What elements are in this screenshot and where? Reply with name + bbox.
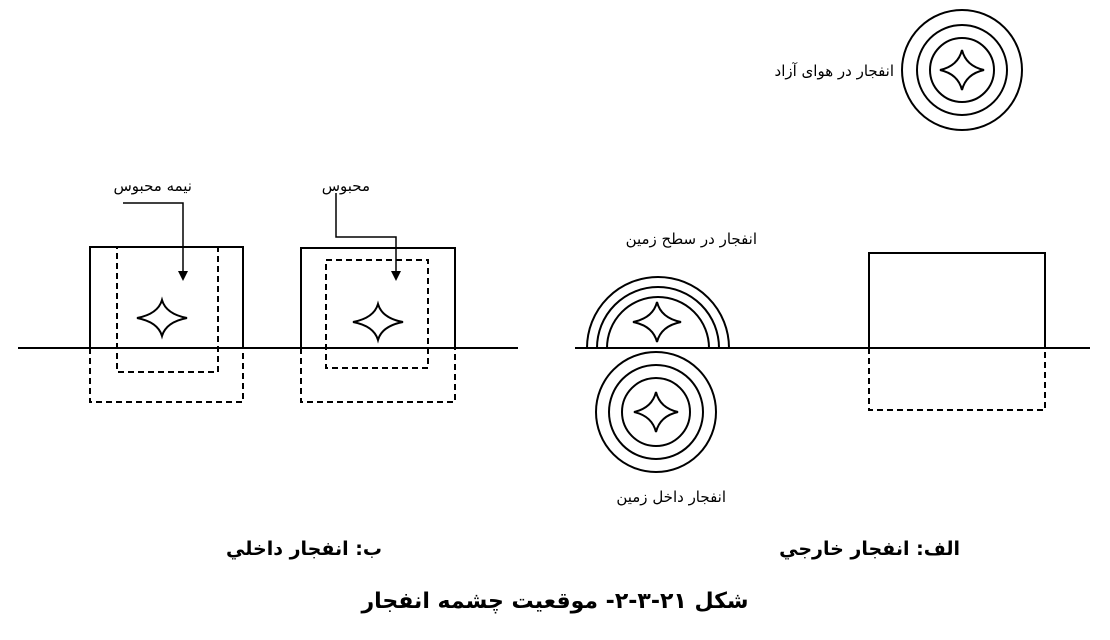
semi-confined-structure [89,202,244,403]
free-air-label: انفجار در هوای آزاد [774,62,894,80]
underground-label: انفجار داخل زمین [616,488,726,506]
confined-structure [300,193,456,403]
external-caption: الف: انفجار خارجي [779,538,960,560]
external-structure [868,252,1046,411]
confined-blast-star [352,300,404,344]
surface-burst [586,276,730,349]
semi-confined-blast-star [136,296,188,340]
figure-title: شکل ۲۱-۳-۲- موقعیت چشمه انفجار [361,589,749,614]
semi-confined-label: نیمه محبوس [113,177,193,195]
ground-surface-label: انفجار در سطح زمین [625,230,757,248]
underground-burst [595,351,717,473]
free-air-burst [901,9,1023,131]
internal-caption: ب: انفجار داخلي [226,538,382,560]
confined-label: محبوس [321,177,370,195]
